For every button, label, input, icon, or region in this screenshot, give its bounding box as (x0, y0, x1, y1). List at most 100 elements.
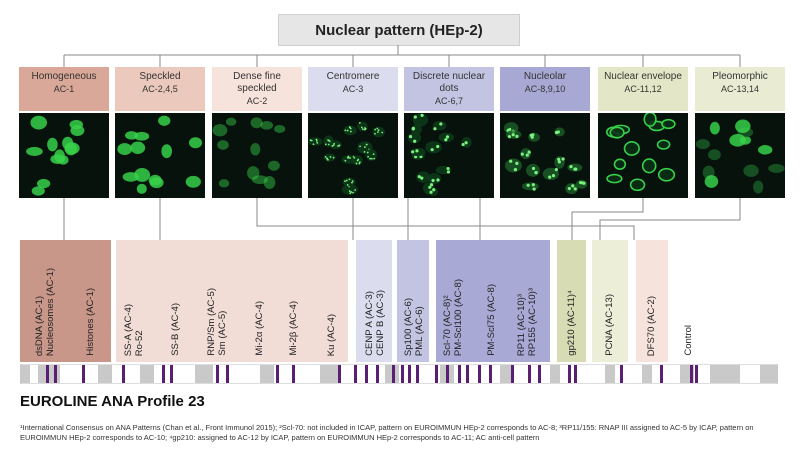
cell-nucleus (427, 187, 439, 196)
nuclear-dot (508, 127, 512, 132)
pattern-speckled: Speckled AC-2,4,5 (115, 67, 205, 111)
antigen-label-pm-scl75: PM-Scl75 (AC-8) (486, 284, 497, 356)
cell-nucleus (629, 178, 646, 192)
nuclear-dot (446, 170, 451, 174)
strip-band (392, 365, 395, 383)
antigen-line: gp210 (AC-11)⁴ (566, 290, 577, 356)
pattern-code: AC-6,7 (434, 96, 463, 106)
strip-band (695, 365, 698, 383)
cell-nucleus (623, 141, 640, 156)
pattern-name: Speckled (139, 71, 181, 82)
cell-nucleus (342, 177, 356, 187)
nuclear-dot (411, 127, 415, 131)
nuclear-dot (348, 126, 351, 128)
nuclear-dot (312, 143, 315, 146)
strip-gray-segment (550, 365, 560, 383)
strip-band (435, 365, 438, 383)
antigen-label-gp210: gp210 (AC-11)⁴ (566, 290, 577, 356)
cell-nucleus (308, 137, 323, 146)
nuclear-dot (525, 153, 529, 157)
nuclear-dot (346, 156, 349, 159)
strip-band (276, 365, 279, 383)
antigen-line: Mi-2β (AC-4) (288, 301, 299, 356)
nuclear-dot (548, 175, 552, 179)
nuclear-dot (420, 113, 424, 117)
strip-band (660, 365, 663, 383)
cell-nucleus (263, 175, 276, 189)
nuclear-dot (582, 181, 586, 185)
strip-band (511, 365, 514, 383)
pattern-name: Nuclear envelope (604, 71, 682, 82)
nuclear-dot (574, 167, 578, 171)
strip-gray-segment (500, 365, 512, 383)
micrograph-nuclear-envelope (598, 113, 688, 198)
nuclear-dot (361, 128, 364, 131)
nuclear-dot (513, 167, 518, 172)
strip-gray-segment (642, 365, 652, 383)
nuclear-dot (554, 130, 559, 135)
nuclear-dot (348, 190, 351, 192)
antigen-label-control: Control (683, 325, 694, 356)
cell-nucleus (425, 141, 442, 154)
cell-nucleus (657, 167, 676, 182)
strip-band (338, 365, 341, 383)
nuclear-dot (372, 153, 375, 156)
antigen-line: CENP A (AC-3) (364, 291, 375, 356)
cell-nucleus (525, 163, 540, 177)
diagram-title: Nuclear pattern (HEp-2) (278, 14, 520, 46)
nuclear-dot (420, 176, 424, 180)
strip-band (354, 365, 357, 383)
cell-nucleus (609, 126, 625, 139)
antigen-line: Nucleosomes (AC-1) (45, 267, 56, 356)
nuclear-dot (530, 135, 534, 139)
nuclear-dot (350, 130, 352, 133)
nuclear-dot (567, 186, 571, 191)
nuclear-dot (551, 174, 556, 178)
nuclear-dot (428, 185, 432, 189)
nuclear-dot (415, 149, 419, 153)
cell-nucleus (709, 121, 720, 135)
cell-nucleus (130, 141, 146, 154)
nuclear-dot (439, 122, 443, 126)
nuclear-dot (444, 138, 448, 142)
pattern-code: AC-2,4,5 (142, 84, 178, 94)
nuclear-dot (328, 140, 331, 143)
nuclear-dot (432, 188, 436, 192)
nuclear-dot (363, 151, 366, 153)
nuclear-dot (348, 178, 351, 181)
nuclear-dot (358, 121, 361, 124)
pattern-homogeneous: Homogeneous AC-1 (19, 67, 109, 111)
pattern-name: Pleomorphic (712, 71, 768, 82)
cell-nucleus (31, 186, 45, 196)
cell-nucleus (505, 158, 522, 173)
strip-band (538, 365, 541, 383)
nuclear-dot (324, 143, 327, 146)
nuclear-dot (515, 161, 519, 165)
nuclear-dot (520, 152, 524, 156)
strip-band (122, 365, 125, 383)
cell-nucleus (758, 145, 773, 155)
antigen-group-control: Control (675, 240, 703, 362)
antigen-line: SS-B (AC-4) (170, 303, 181, 356)
pattern-nucleolar: Nucleolar AC-8,9,10 (500, 67, 590, 111)
nuclear-dot (557, 160, 561, 164)
strip-band (46, 365, 49, 383)
profile-name: EUROLINE ANA Profile 23 (20, 393, 205, 410)
nuclear-dot (354, 189, 357, 191)
antigen-label-scl70: Scl-70 (AC-8)² PM-Scl100 (AC-8) (442, 279, 464, 356)
micrograph-centromere (308, 113, 398, 198)
nuclear-dot (358, 162, 361, 165)
nuclear-dot (532, 187, 536, 191)
antigen-line: DFS70 (AC-2) (646, 295, 657, 356)
pattern-dense-fine-speckled: Dense fine speckled AC-2 (212, 67, 302, 111)
pattern-name: Homogeneous (31, 71, 97, 82)
cell-nucleus (117, 143, 133, 156)
nuclear-dot (350, 191, 353, 193)
micrograph-pleomorphic (695, 113, 785, 198)
antigen-line: dsDNA (AC-1) (34, 295, 45, 356)
antigen-label-histones: Histones (AC-1) (85, 288, 96, 356)
nuclear-dot (364, 127, 366, 129)
strip-band (478, 365, 481, 383)
nuclear-dot (507, 135, 511, 139)
nuclear-dot (534, 171, 538, 175)
